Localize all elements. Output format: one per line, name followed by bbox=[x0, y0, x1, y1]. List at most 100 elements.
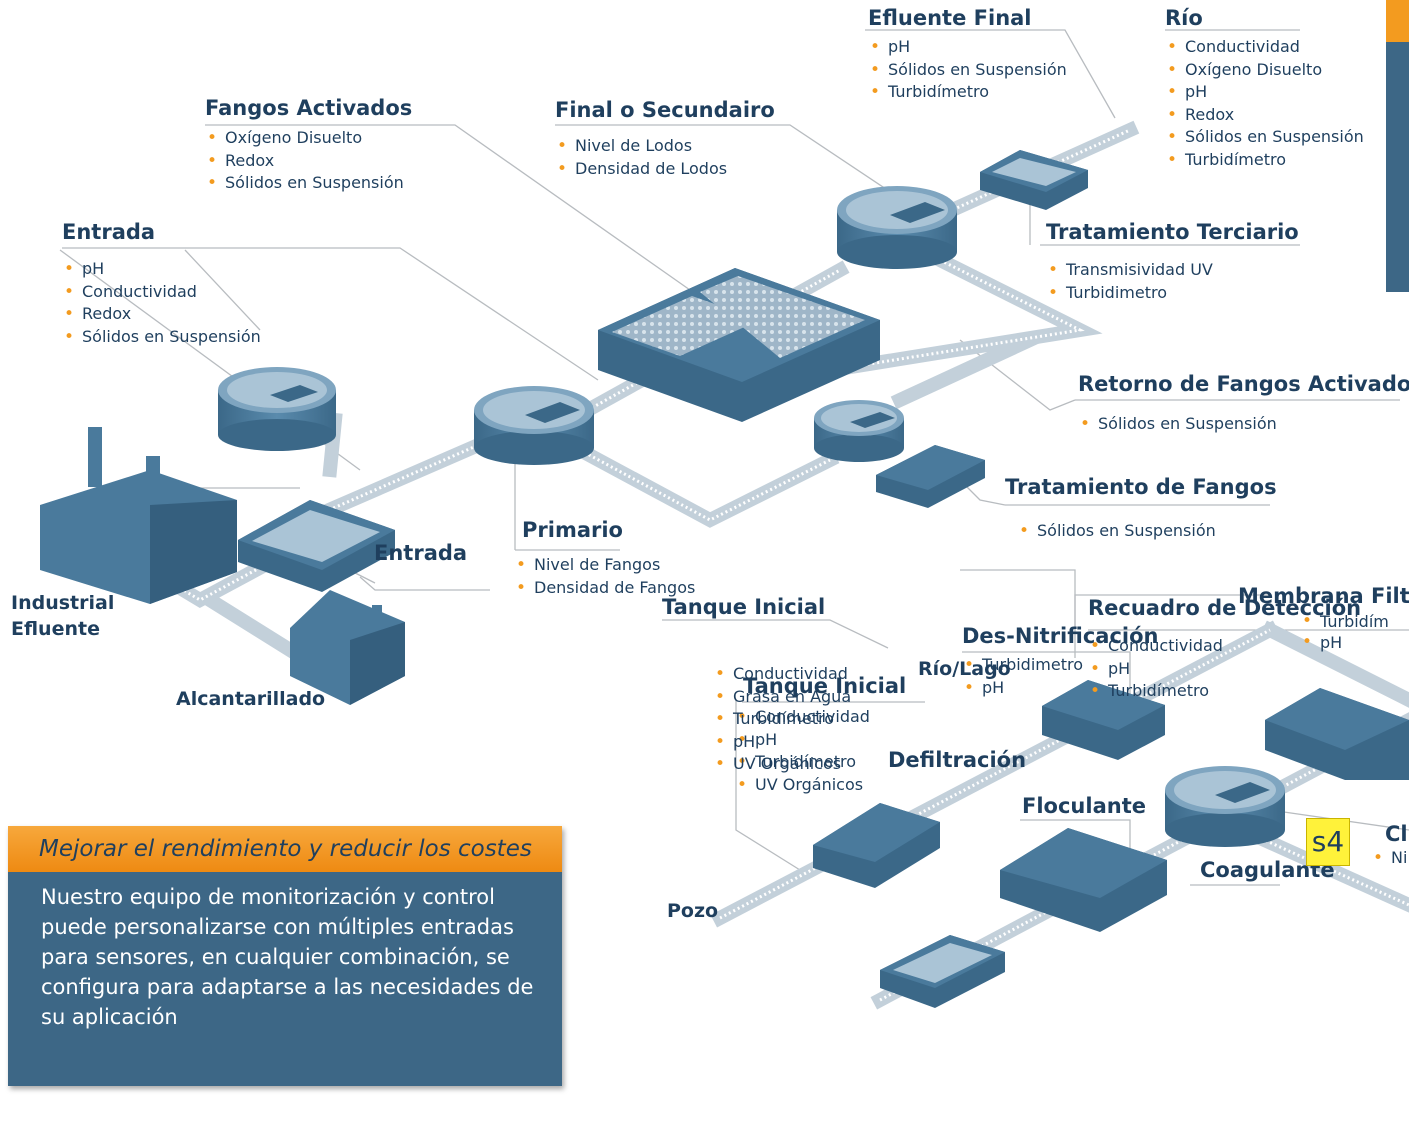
label-entrada-top: Entrada pH Conductividad Redox Sólidos e… bbox=[62, 222, 261, 348]
clarifier-coagulante bbox=[1165, 766, 1285, 847]
list-item: Conductividad bbox=[1088, 635, 1361, 658]
tanque-inicial-2-list: Conductividad Grasa en Agua Turbidímetro… bbox=[713, 663, 851, 776]
list-item: pH bbox=[868, 36, 1067, 59]
cl-title: Cl bbox=[1385, 822, 1408, 846]
list-item: Transmisividad UV bbox=[1046, 259, 1299, 282]
label-efluente-final: Efluente Final pH Sólidos en Suspensión … bbox=[868, 8, 1067, 104]
list-item: Oxígeno Disuelto bbox=[205, 127, 412, 150]
rio-list: Conductividad Oxígeno Disuelto pH Redox … bbox=[1165, 36, 1364, 171]
list-item: Densidad de Lodos bbox=[555, 158, 775, 181]
label-industrial: Industrial Efluente bbox=[11, 590, 114, 642]
clarifier-retorno bbox=[814, 400, 904, 462]
clarifier-entrada bbox=[218, 367, 336, 451]
list-item: pH bbox=[713, 731, 851, 754]
tratamiento-fangos-list: Sólidos en Suspensión bbox=[1017, 520, 1277, 543]
membrana-title: Membrana Filtr bbox=[1238, 584, 1409, 608]
tank-membrana bbox=[1265, 688, 1409, 780]
efluente-final-list: pH Sólidos en Suspensión Turbidímetro bbox=[868, 36, 1067, 104]
entrada-top-title: Entrada bbox=[62, 220, 156, 244]
list-item: Ni bbox=[1371, 847, 1408, 870]
list-item: Nivel de Lodos bbox=[555, 135, 775, 158]
final-secundario-list: Nivel de Lodos Densidad de Lodos bbox=[555, 135, 775, 180]
list-item: pH bbox=[62, 258, 261, 281]
list-item: Conductividad bbox=[1165, 36, 1364, 59]
aeration-basin bbox=[598, 268, 880, 422]
callout-title: Mejorar el rendimiento y reducir los cos… bbox=[8, 826, 562, 872]
list-item: Sólidos en Suspensión bbox=[1017, 520, 1277, 543]
list-item: Redox bbox=[62, 303, 261, 326]
retorno-fangos-list: Sólidos en Suspensión bbox=[1078, 413, 1409, 436]
clarifier-primario bbox=[474, 386, 594, 465]
tank-defiltracion bbox=[813, 803, 940, 888]
rio-title: Río bbox=[1165, 6, 1203, 30]
house-icon bbox=[290, 590, 405, 705]
list-item: Turbidímetro bbox=[868, 81, 1067, 104]
label-des-nitrificacion: Des-Nitrificación Turbidimetro pH bbox=[962, 626, 1158, 699]
tanque-inicial-2-list-wrap: Conductividad Grasa en Agua Turbidímetro… bbox=[713, 663, 851, 776]
recuadro-list: Conductividad pH Turbidímetro bbox=[1088, 635, 1361, 703]
list-item: pH bbox=[1165, 81, 1364, 104]
tanque-inicial-2-title: Tanque Inicial bbox=[662, 595, 826, 619]
industrial-line2: Efluente bbox=[11, 618, 100, 640]
right-panel-body bbox=[1386, 42, 1409, 292]
label-rio-lago: Río/Lago bbox=[918, 658, 1011, 680]
efluente-final-title: Efluente Final bbox=[868, 6, 1032, 30]
fangos-activados-title: Fangos Activados bbox=[205, 96, 413, 120]
list-item: pH bbox=[1088, 658, 1361, 681]
list-item: Sólidos en Suspensión bbox=[205, 172, 412, 195]
label-coagulante: Coagulante bbox=[1200, 858, 1335, 882]
label-recuadro: Recuadro de Detección Conductividad pH T… bbox=[1088, 598, 1361, 703]
label-fangos-activados: Fangos Activados Oxígeno Disuelto Redox … bbox=[205, 98, 412, 195]
label-entrada-bottom: Entrada bbox=[374, 541, 468, 565]
label-primario: Primario Nivel de Fangos Densidad de Fan… bbox=[516, 518, 695, 599]
list-item: Conductividad bbox=[713, 663, 851, 686]
recuadro-title: Recuadro de Detección bbox=[1088, 596, 1362, 620]
list-item: Grasa en Agua bbox=[713, 686, 851, 709]
primario-list: Nivel de Fangos Densidad de Fangos bbox=[514, 554, 695, 599]
list-item: Sólidos en Suspensión bbox=[868, 59, 1067, 82]
label-tratamiento-terciario: Tratamiento Terciario Transmisividad UV … bbox=[1046, 222, 1299, 304]
list-item: Turbidímetro bbox=[713, 708, 851, 731]
list-item: Sólidos en Suspensión bbox=[1078, 413, 1409, 436]
primario-title: Primario bbox=[522, 518, 623, 542]
right-panel-header bbox=[1386, 0, 1409, 42]
retorno-fangos-title: Retorno de Fangos Activados bbox=[1078, 372, 1409, 396]
right-side-panel bbox=[1386, 0, 1409, 292]
tank-terciario bbox=[980, 150, 1088, 210]
list-item: Oxígeno Disuelto bbox=[1165, 59, 1364, 82]
callout-box: Mejorar el rendimiento y reducir los cos… bbox=[8, 826, 562, 1086]
tank-entrada bbox=[238, 500, 395, 592]
list-item: Turbidím bbox=[1300, 611, 1409, 632]
list-item: Conductividad bbox=[62, 281, 261, 304]
list-item: Sólidos en Suspensión bbox=[1165, 126, 1364, 149]
factory-icon bbox=[40, 427, 237, 604]
final-secundario-title: Final o Secundairo bbox=[555, 98, 775, 122]
tratamiento-terciario-list: Transmisividad UV Turbidimetro bbox=[1046, 259, 1299, 304]
list-item: UV Orgánicos bbox=[713, 753, 851, 776]
list-item: Turbidimetro bbox=[962, 654, 1158, 677]
list-item: Nivel de Fangos bbox=[514, 554, 695, 577]
label-rio: Río Conductividad Oxígeno Disuelto pH Re… bbox=[1165, 8, 1364, 171]
list-item: Redox bbox=[205, 150, 412, 173]
s4-tag: s4 bbox=[1306, 818, 1350, 866]
label-retorno-fangos: Retorno de Fangos Activados Sólidos en S… bbox=[1078, 374, 1409, 436]
tank-deteccion bbox=[880, 935, 1005, 1008]
list-item: Sólidos en Suspensión bbox=[62, 326, 261, 349]
tank-fangos bbox=[876, 445, 985, 508]
des-nitrificacion-list: Turbidimetro pH bbox=[962, 654, 1158, 699]
industrial-line1: Industrial bbox=[11, 592, 115, 614]
list-item: Turbidímetro bbox=[1088, 680, 1361, 703]
label-tanque-inicial-2: Tanque Inicial bbox=[662, 597, 825, 618]
list-item: Turbidimetro bbox=[1046, 282, 1299, 305]
tank-floculante bbox=[1000, 828, 1167, 932]
list-item: Redox bbox=[1165, 104, 1364, 127]
label-pozo: Pozo bbox=[667, 900, 719, 922]
clarifier-secundario bbox=[837, 186, 957, 269]
callout-body: Nuestro equipo de monitorización y contr… bbox=[8, 872, 562, 1086]
label-final-secundario: Final o Secundairo Nivel de Lodos Densid… bbox=[555, 100, 775, 180]
list-item: Densidad de Fangos bbox=[514, 577, 695, 600]
label-defiltracion: Defiltración bbox=[888, 748, 1027, 772]
label-cl: Cl Ni bbox=[1373, 822, 1408, 870]
list-item: UV Orgánicos bbox=[735, 774, 906, 797]
entrada-top-list: pH Conductividad Redox Sólidos en Suspen… bbox=[62, 258, 261, 348]
